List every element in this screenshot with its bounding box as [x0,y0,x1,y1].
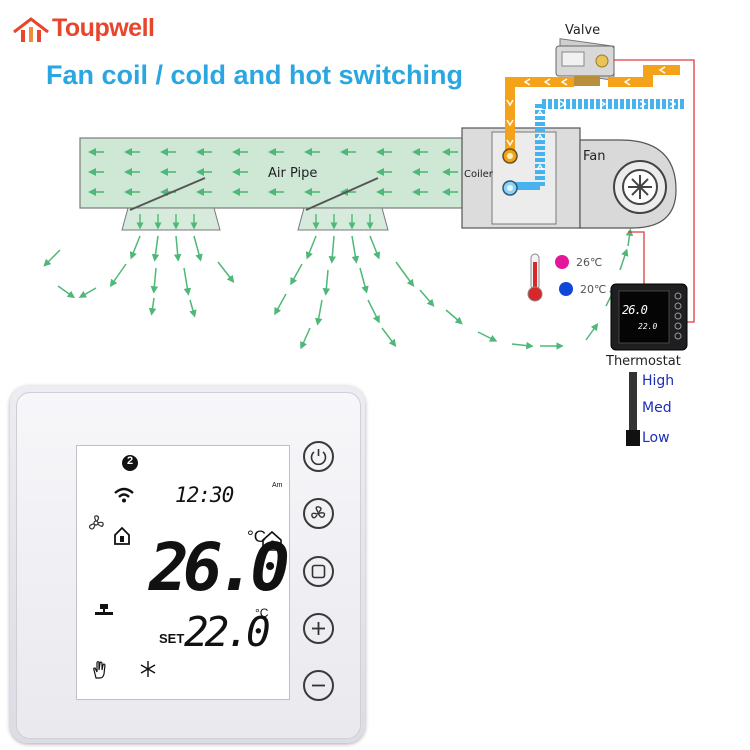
mode-button[interactable] [303,556,334,587]
decrease-button[interactable] [303,670,334,701]
room-airflow-arrows [43,228,634,350]
headline: Fan coil / cold and hot switching [46,60,464,90]
lcd-display: 2 12:30 Am 26.0 °C [76,445,290,700]
minus-icon [312,684,325,687]
mode-square-icon [311,564,326,579]
air-pipe-label: Air Pipe [268,166,318,181]
cold-indicator-dot [559,282,573,296]
power-button[interactable] [303,441,334,472]
manual-hand-icon [93,661,106,679]
speed-med-label: Med [642,400,672,416]
clock-time: 12:30 [175,483,234,507]
mode-number-badge-icon [122,455,138,471]
air-diffuser-right [297,177,389,231]
thermostat-device: 2 12:30 Am 26.0 °C [10,386,365,743]
cold-water-pipe [535,99,686,186]
thermostat-faceplate: 2 12:30 Am 26.0 °C [16,392,361,739]
coiler-label: Coiler [464,169,493,180]
increase-button[interactable] [303,613,334,644]
home-program-icon [262,530,282,551]
set-temperature: 22.0 [184,608,271,656]
valve-label: Valve [565,23,601,38]
speed-high-label: High [642,373,675,389]
hot-indicator-dot [555,255,569,269]
fan-icon [88,515,104,530]
valve-status-icon [95,604,113,615]
air-diffuser-left [121,177,221,231]
brand-logo-icon [13,17,49,42]
air-pipe-arrows [88,148,458,196]
mini-thermostat-icon [610,283,688,351]
mini-set-temp: 22.0 [638,322,658,331]
brand-name: Toupwell [52,14,155,42]
home-icon [114,526,130,545]
current-temp-unit: °C [247,527,267,546]
set-temp-unit: °C [255,606,269,620]
fan-label: Fan [583,149,606,164]
thermostat-label: Thermostat [606,354,681,369]
fan-speed-button[interactable] [303,498,334,529]
current-temperature: 26.0 [149,529,290,606]
fan-button-icon [311,506,326,519]
cooling-snowflake-icon [140,661,156,677]
power-icon [310,449,327,466]
fan-speed-bar [629,372,637,434]
control-wire [614,59,695,323]
mode-number: 2 [127,455,134,467]
hot-water-pipe [505,77,574,156]
clock-am: Am [272,482,283,489]
wifi-icon [114,487,134,503]
plus-icon [312,622,325,635]
valve-icon [555,38,615,86]
set-label: SET [159,631,185,646]
home-program-number: 2 [270,539,276,549]
cold-temp-label: 20℃ [580,283,607,296]
thermometer-icon [527,253,543,302]
hot-temp-label: 26℃ [576,256,603,269]
mini-current-temp: 26.0 [622,303,648,317]
speed-low-label: Low [642,430,670,446]
